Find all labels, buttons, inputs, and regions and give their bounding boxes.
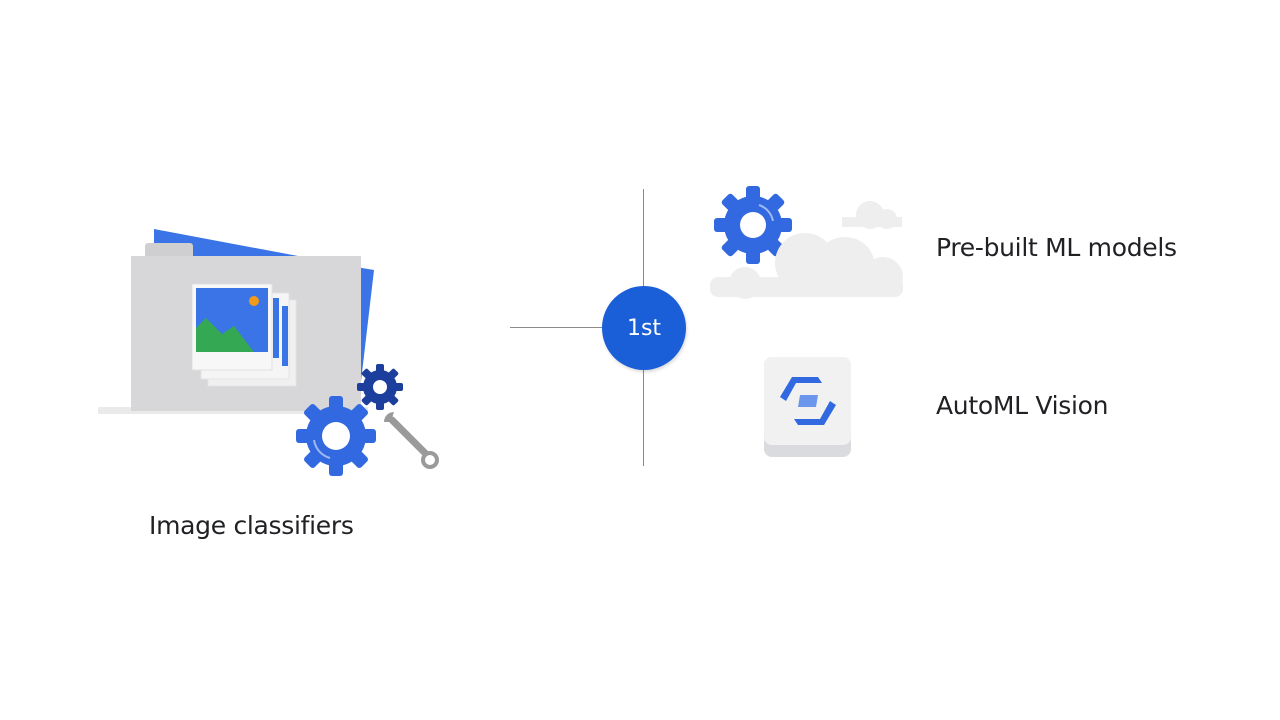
pre-built-ml-models-label: Pre-built ML models: [936, 233, 1177, 262]
automl-vision-icon: [764, 357, 851, 457]
small-gear-icon: [357, 364, 403, 410]
automl-vision-label: AutoML Vision: [936, 391, 1109, 420]
wrench-icon: [384, 412, 439, 469]
image-classifiers-illustration: [90, 220, 460, 490]
image-stack-icon: [192, 284, 297, 387]
connector-horizontal: [510, 327, 610, 328]
cloud-gear-icon: [710, 186, 903, 299]
image-classifiers-label: Image classifiers: [149, 511, 354, 540]
first-badge: 1st: [602, 286, 686, 370]
gear-icon: [296, 396, 376, 476]
